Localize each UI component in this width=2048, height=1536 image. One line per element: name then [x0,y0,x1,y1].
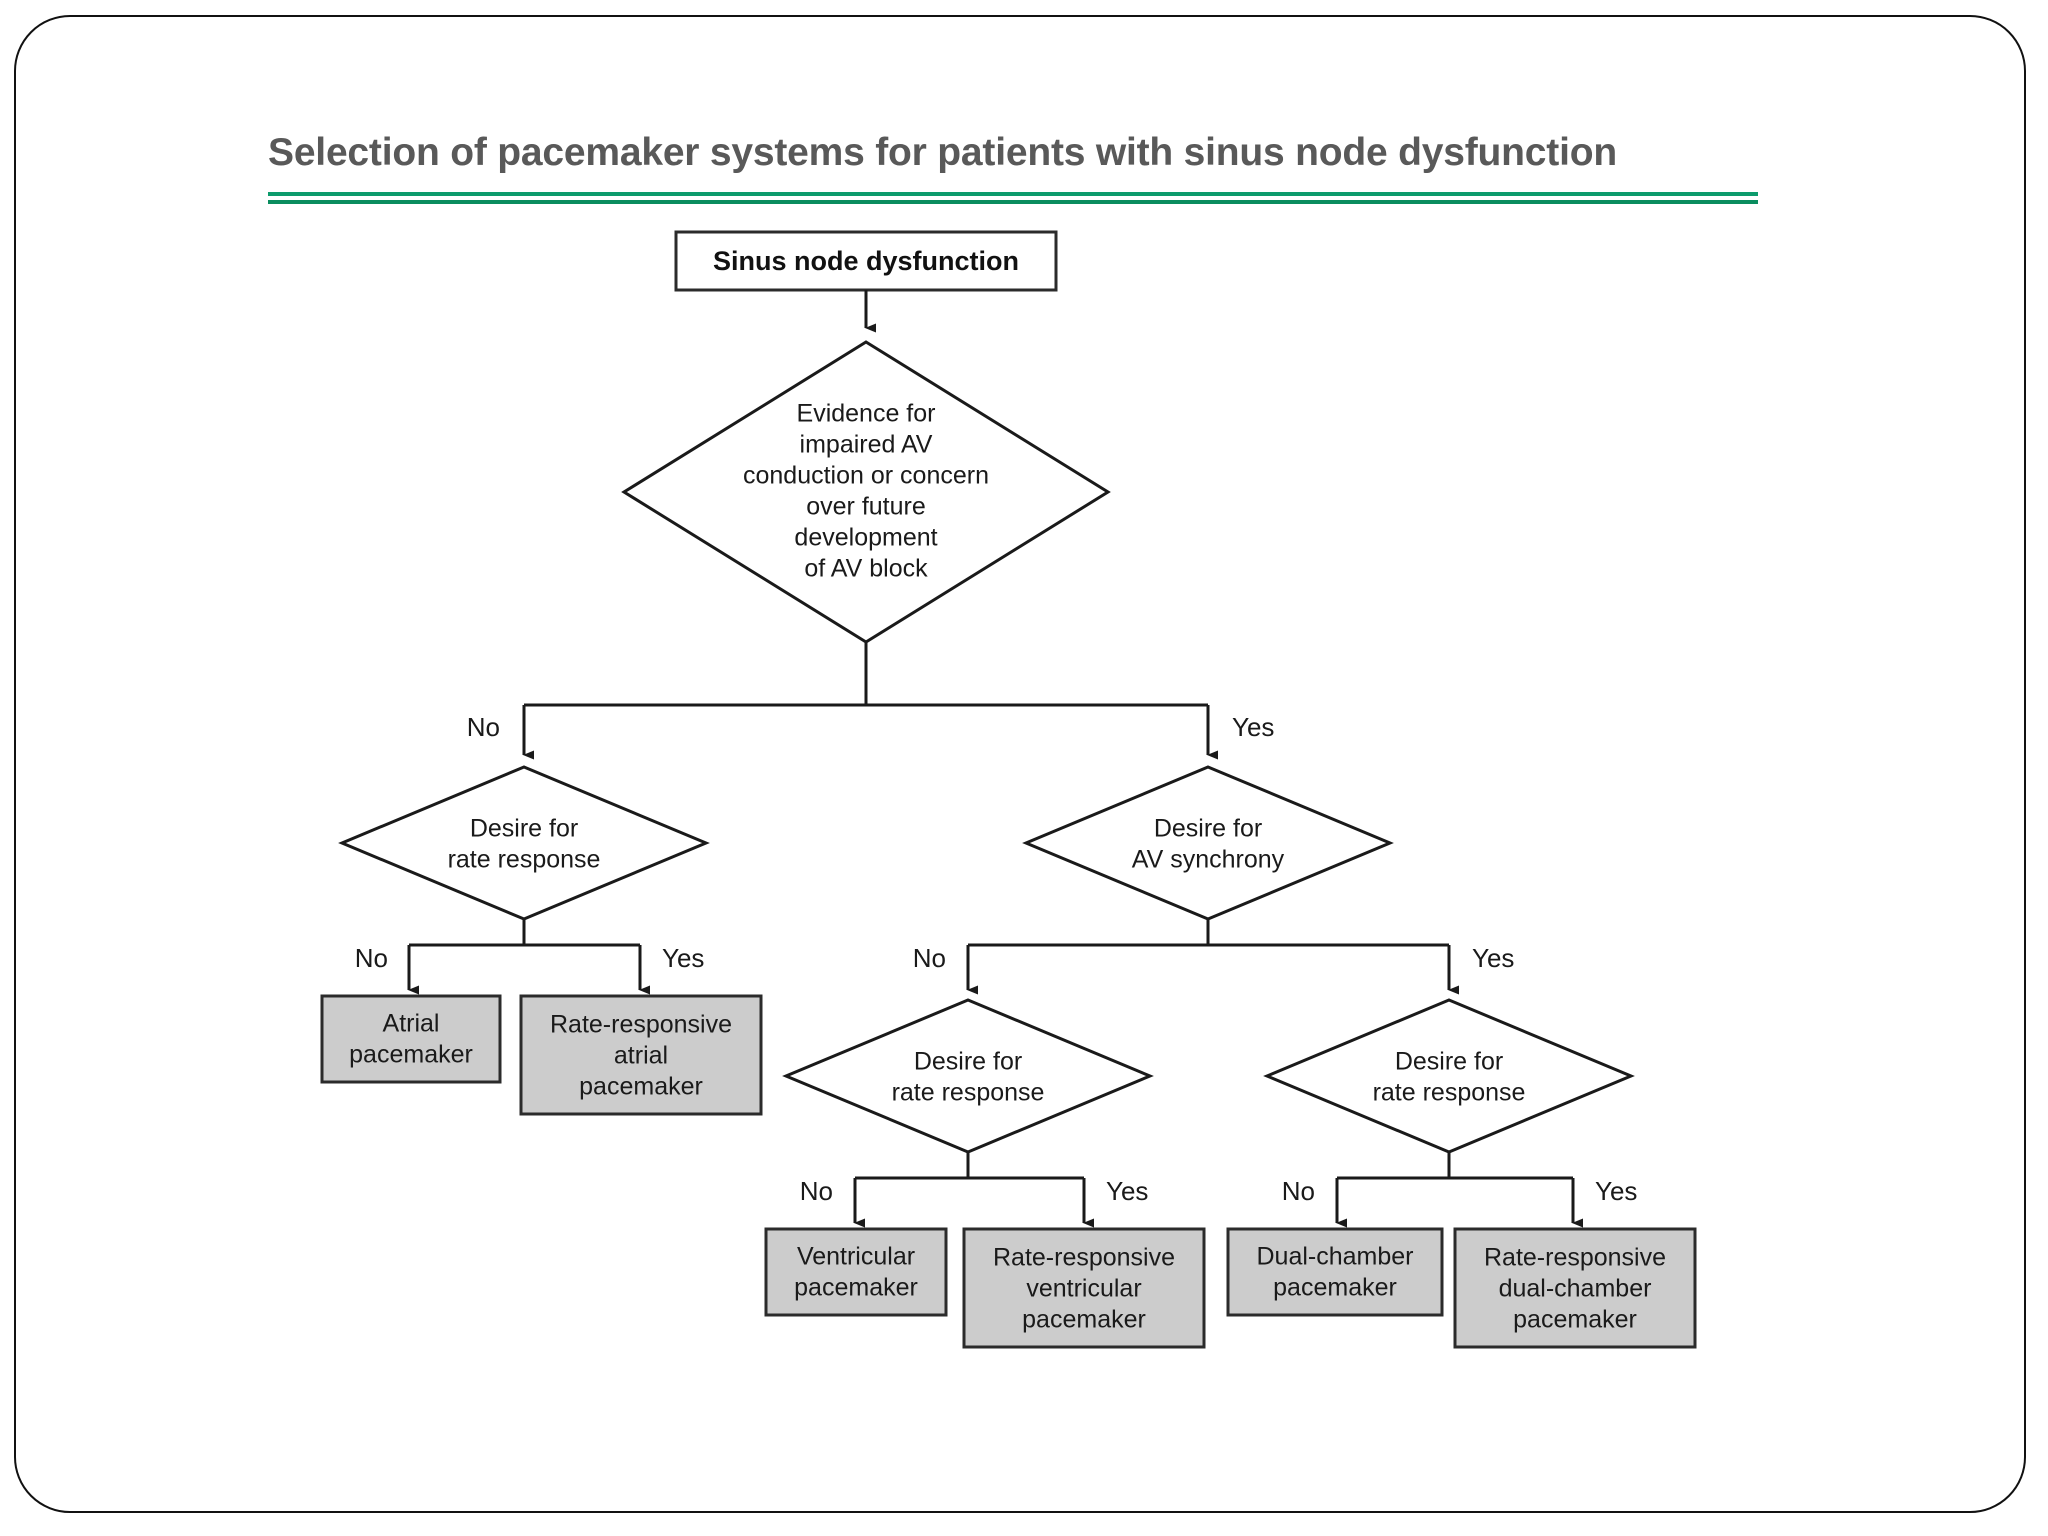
edge-label-mid-yes: Yes [1106,1176,1148,1206]
edge-label-left-yes: Yes [662,943,704,973]
node-sinus-node-dysfunction: Sinus node dysfunction [674,230,1058,292]
node-rrr-line-1: rate response [1373,1079,1526,1107]
node-evidence-line-1: impaired AV [800,431,933,459]
node-rrm-line-1: rate response [892,1079,1045,1107]
edge-label-right-no: No [1282,1176,1315,1206]
node-desire-rate-response-left: Desire for rate response [338,765,710,921]
node-atrial-line-1: pacemaker [349,1041,473,1069]
node-atrial-pacemaker: Atrial pacemaker [320,994,502,1084]
node-dual-chamber-shape [1226,1227,1444,1317]
node-desire-rate-response-mid-shape [782,998,1154,1154]
node-rr-ventricular-line-2: pacemaker [1022,1306,1146,1334]
node-dual-line-1: pacemaker [1273,1274,1397,1302]
edge-label-mid-no: No [800,1176,833,1206]
node-atrial-line-0: Atrial [383,1010,440,1038]
edge-label-right-yes: Yes [1595,1176,1637,1206]
node-desire-rate-response-left-shape [338,765,710,921]
node-rr-ventricular-line-0: Rate-responsive [993,1244,1175,1272]
node-sinus-node-dysfunction-line-0: Sinus node dysfunction [713,246,1019,276]
node-rr-dual-shape [1453,1227,1697,1349]
node-desire-rate-response-mid: Desire for rate response [782,998,1154,1154]
edge-label-synchrony-yes: Yes [1472,943,1514,973]
edge-label-root-no: No [467,712,500,742]
node-evidence-line-2: conduction or concern [743,462,989,490]
node-evidence-line-3: over future [806,493,926,521]
node-dual-chamber-pacemaker: Dual-chamber pacemaker [1226,1227,1444,1317]
title-divider [268,192,1758,204]
node-ventricular-line-0: Ventricular [797,1243,915,1271]
node-rr-atrial-line-2: pacemaker [579,1073,703,1101]
node-atrial-pacemaker-shape [320,994,502,1084]
node-desire-av-synchrony-shape [1022,765,1394,921]
node-rr-dual-line-0: Rate-responsive [1484,1244,1666,1272]
node-rrl-line-0: Desire for [470,815,578,843]
node-desire-rate-response-right: Desire for rate response [1263,998,1635,1154]
node-rrm-line-0: Desire for [914,1048,1022,1076]
node-rate-responsive-atrial-pacemaker: Rate-responsive atrial pacemaker [519,994,763,1116]
node-evidence-line-0: Evidence for [797,400,936,428]
node-evidence-line-4: development [794,524,937,552]
title-block: Selection of pacemaker systems for patie… [268,131,1760,175]
node-rr-ventricular-line-1: ventricular [1026,1275,1141,1303]
node-rate-responsive-ventricular-pacemaker: Rate-responsive ventricular pacemaker [962,1227,1206,1349]
node-ventricular-pacemaker: Ventricular pacemaker [764,1227,948,1317]
node-rrr-line-0: Desire for [1395,1048,1503,1076]
flowchart-svg: Sinus node dysfunction Evidence for impa… [320,230,1697,1349]
node-avs-line-0: Desire for [1154,815,1262,843]
node-rr-atrial-line-0: Rate-responsive [550,1011,732,1039]
node-rr-atrial-shape [519,994,763,1116]
node-evidence-impaired-av-conduction: Evidence for impaired AV conduction or c… [621,340,1111,644]
node-desire-rate-response-right-shape [1263,998,1635,1154]
node-ventricular-shape [764,1227,948,1317]
node-ventricular-line-1: pacemaker [794,1274,918,1302]
divider-line-top [268,192,1758,196]
edge-label-root-yes: Yes [1232,712,1274,742]
node-rr-atrial-line-1: atrial [614,1042,668,1070]
node-rate-responsive-dual-chamber-pacemaker: Rate-responsive dual-chamber pacemaker [1453,1227,1697,1349]
node-evidence-line-5: of AV block [804,555,928,583]
slide-frame-border [14,15,2026,1513]
node-avs-line-1: AV synchrony [1132,846,1285,874]
node-desire-av-synchrony: Desire for AV synchrony [1022,765,1394,921]
edge-label-left-no: No [355,943,388,973]
page-title: Selection of pacemaker systems for patie… [268,131,1617,174]
divider-line-bottom [268,200,1758,204]
node-rr-dual-line-1: dual-chamber [1499,1275,1652,1303]
node-rr-ventricular-shape [962,1227,1206,1349]
node-dual-line-0: Dual-chamber [1256,1243,1413,1271]
node-rr-dual-line-2: pacemaker [1513,1306,1637,1334]
edge-label-synchrony-no: No [913,943,946,973]
node-rrl-line-1: rate response [448,846,601,874]
flowchart-area: Sinus node dysfunction Evidence for impa… [0,210,2048,1390]
